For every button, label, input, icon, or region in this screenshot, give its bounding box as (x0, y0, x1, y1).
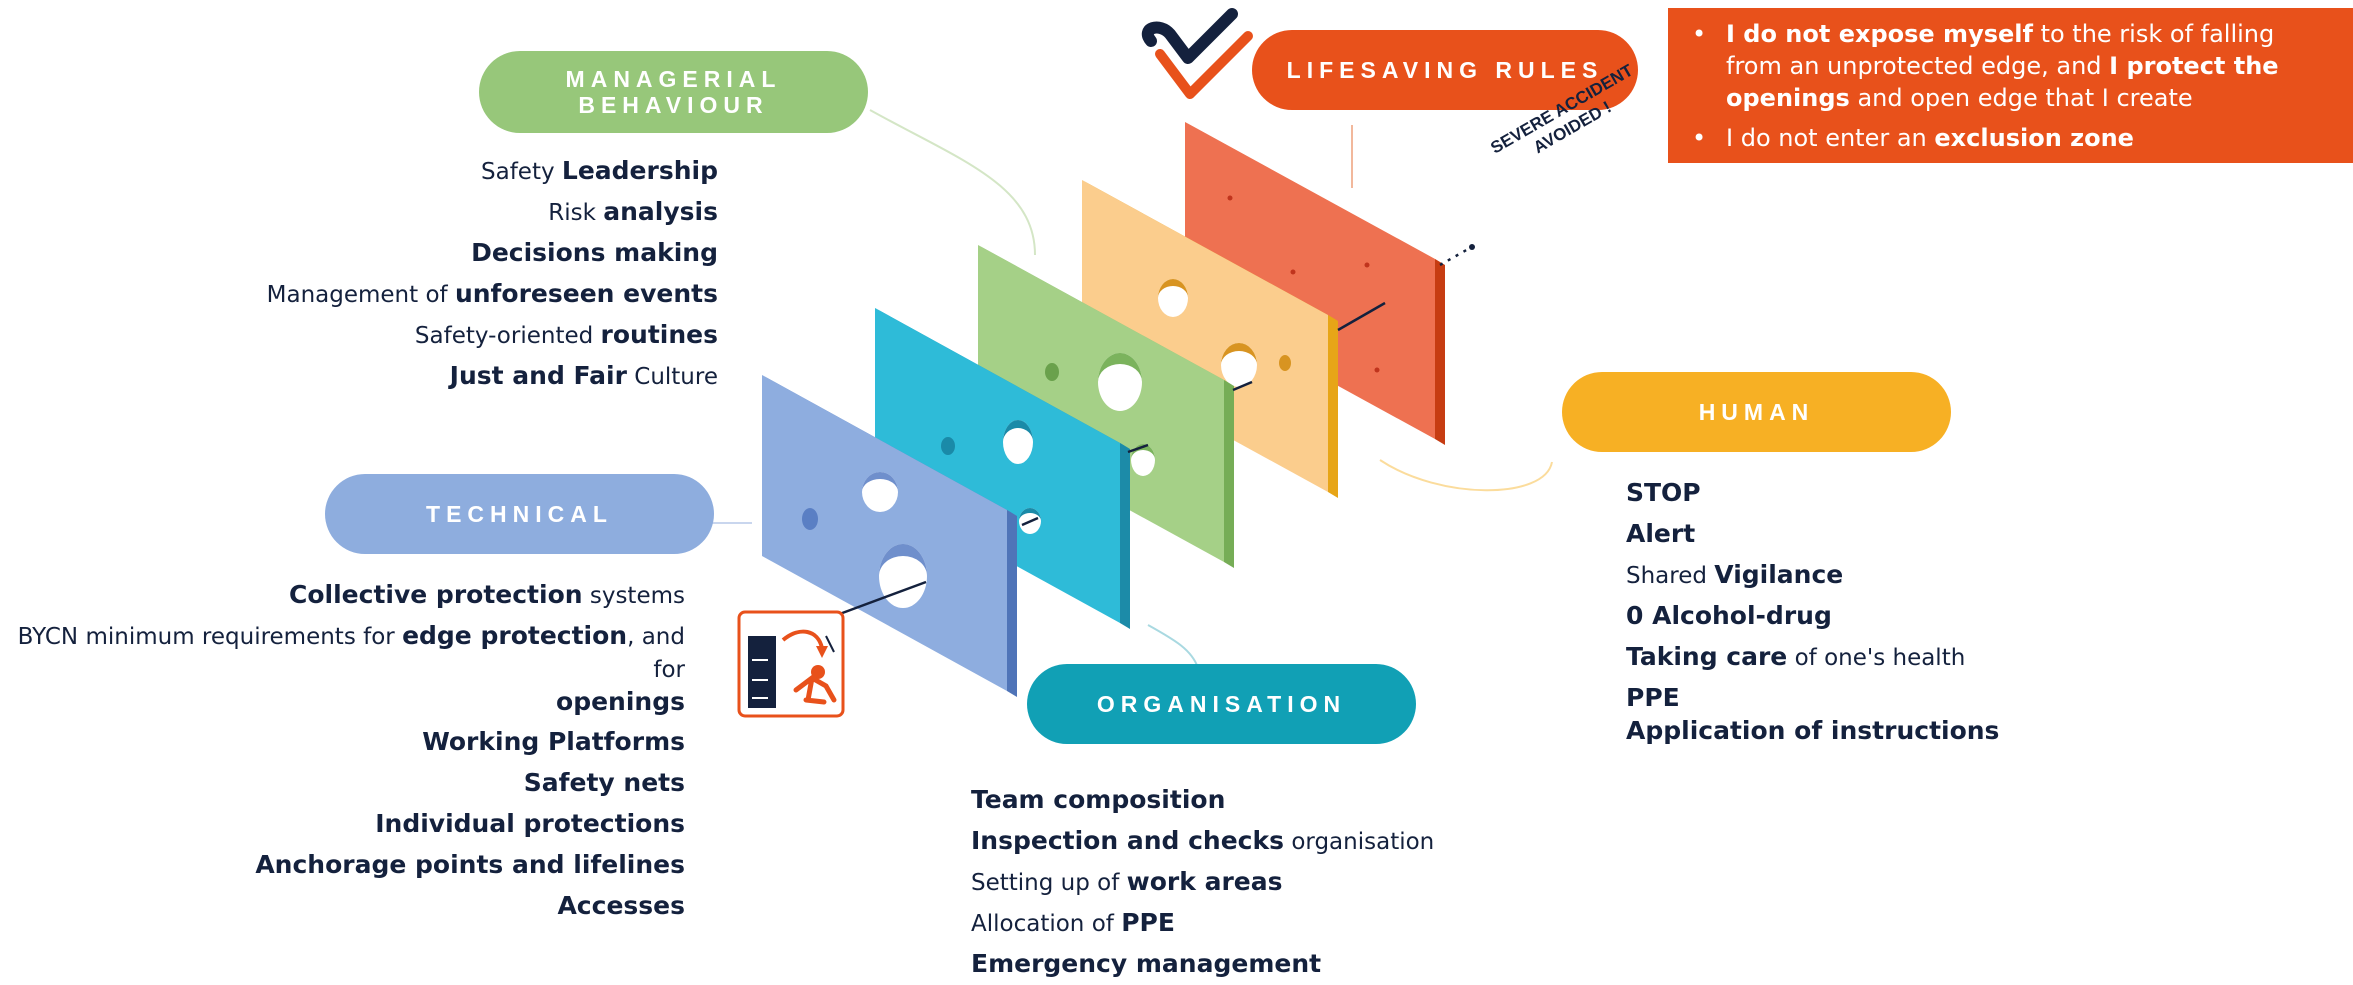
slice-lifesaving-rules (1185, 122, 1445, 445)
technical-label-text: TECHNICAL (426, 501, 613, 527)
managerial-behaviour-label: MANAGERIAL BEHAVIOUR (479, 51, 868, 133)
rule-text: I do not enter an (1726, 124, 1935, 152)
list-item: Safety Leadership (481, 156, 718, 185)
check-heart-icon (1141, 8, 1253, 99)
lifesaving-rules-list: I do not expose myself to the risk of fa… (1688, 18, 2333, 154)
slice-human (1082, 180, 1338, 498)
human-label: HUMAN (1562, 372, 1951, 452)
list-item: Risk analysis (548, 197, 718, 226)
connector-managerial (869, 109, 1036, 256)
list-item: Management of unforeseen events (266, 279, 718, 308)
list-item: Allocation of PPE (971, 908, 1175, 937)
slice-technical (762, 375, 1017, 697)
rule-text: and open edge that I create (1849, 84, 2193, 112)
list-item: Setting up of work areas (971, 867, 1283, 896)
list-item: Decisions making (471, 238, 718, 267)
organisation-label-text: ORGANISATION (1096, 691, 1347, 717)
list-item: Just and Fair Culture (449, 361, 718, 390)
list-item: Application of instructions (1626, 716, 2000, 745)
lifesaving-label-text: LIFESAVING RULES (1286, 57, 1604, 83)
slice-organisation (875, 308, 1130, 629)
managerial-items-list: Safety Leadership Risk analysis Decision… (198, 151, 718, 397)
list-item: Inspection and checks organisation (971, 826, 1435, 855)
list-item: Emergency management (971, 949, 1322, 978)
lifesaving-rules-box: I do not expose myself to the risk of fa… (1668, 8, 2353, 163)
technical-label: TECHNICAL (325, 474, 714, 554)
list-item: Safety nets (523, 768, 685, 797)
list-item: BYCN minimum requirements for edge prote… (17, 621, 685, 716)
list-item: 0 Alcohol-drug (1626, 601, 1832, 630)
lifesaving-rules-label: LIFESAVING RULES (1252, 30, 1638, 110)
human-items-list: STOP Alert Shared Vigilance 0 Alcohol-dr… (1626, 473, 2146, 748)
connector-human (1379, 459, 1553, 492)
list-item: Alert (1626, 519, 1696, 548)
list-item: STOP (1626, 478, 1701, 507)
list-item: Anchorage points and lifelines (255, 850, 685, 879)
list-item: Safety-oriented routines (414, 320, 718, 349)
list-item: PPE (1626, 683, 1680, 712)
list-item: Team composition (971, 785, 1226, 814)
list-item: Collective protection systems (289, 580, 685, 609)
connector-organisation (1147, 624, 1199, 669)
list-item: Shared Vigilance (1626, 560, 1844, 589)
list-item: Working Platforms (422, 727, 685, 756)
managerial-label-line2: BEHAVIOUR (578, 92, 769, 118)
lifesaving-rule: I do not expose myself to the risk of fa… (1688, 18, 2333, 114)
human-label-text: HUMAN (1698, 399, 1815, 425)
rule-bold: I do not expose myself (1726, 20, 2033, 48)
organisation-items-list: Team composition Inspection and checks o… (971, 780, 1491, 985)
rule-bold: I protect the openings (1726, 52, 2279, 112)
technical-items-list: Collective protection systems BYCN minim… (10, 575, 685, 927)
list-item: Taking care of one's health (1626, 642, 1966, 671)
managerial-label-line1: MANAGERIAL (565, 66, 782, 92)
list-item: Accesses (557, 891, 685, 920)
slice-managerial-behaviour (978, 245, 1234, 568)
list-item: Individual protections (375, 809, 685, 838)
rule-bold: exclusion zone (1934, 124, 2134, 152)
fall-from-height-warning-icon (737, 610, 845, 718)
lifesaving-rule: I do not enter an exclusion zone (1688, 122, 2333, 154)
organisation-label: ORGANISATION (1027, 664, 1416, 744)
rule-text: to the risk of falling from an unprotect… (1726, 20, 2275, 80)
